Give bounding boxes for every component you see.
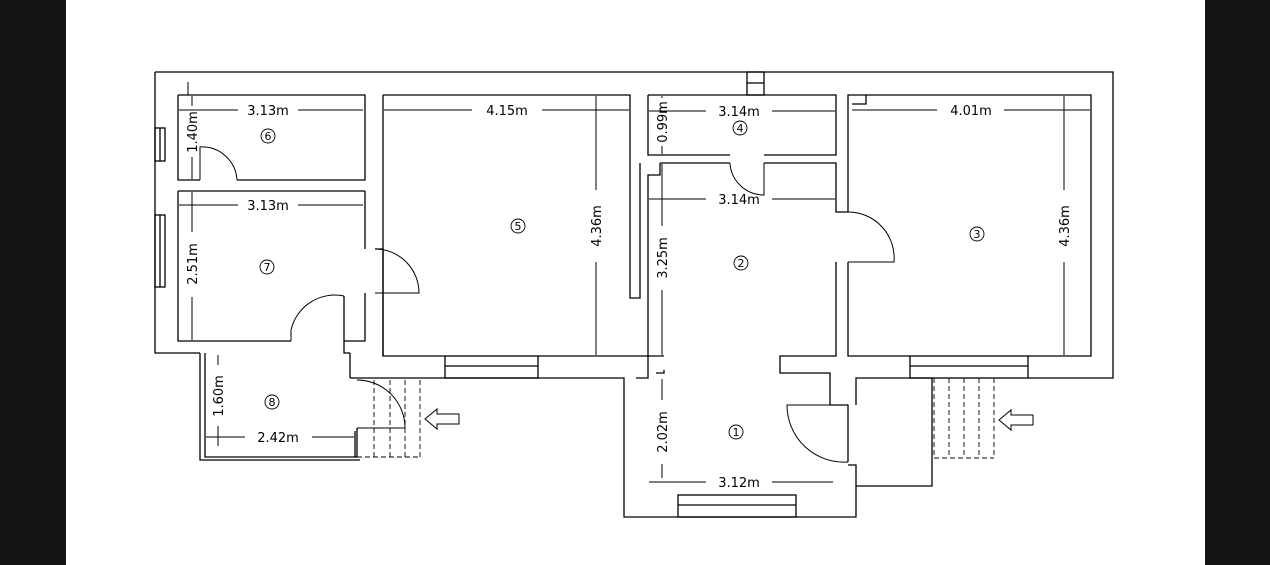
dim-room4-height: 0.99m [656,101,671,143]
room-marker-2: 2 [733,255,749,271]
room-marker-6: 6 [260,128,276,144]
doors [199,146,895,463]
dim-room1-height: 2.02m [656,411,671,453]
dimension-lines [179,82,1090,483]
room-number: 6 [265,130,272,143]
room-number: 2 [738,257,745,270]
room-number: 5 [515,220,522,233]
dim-room1-width: 3.12m [718,476,760,491]
room-number: 3 [974,228,981,241]
entrance-arrow-icon [424,407,460,431]
room-marker-7: 7 [259,259,275,275]
dim-room2-width: 3.14m [718,193,760,208]
entrance-arrow-icon [998,408,1034,432]
entrance-steps [357,378,995,459]
room-number: 4 [737,122,744,135]
dim-room6-width: 3.13m [247,104,289,119]
dim-room8-height: 1.60m [212,375,227,417]
walls [154,71,1114,518]
room-marker-8: 8 [264,394,280,410]
floor-plan: 3.13m 1.40m 3.13m 2.51m 4.15m 4.36m 3.14… [154,71,1114,518]
room-number: 8 [269,396,276,409]
room-marker-1: 1 [728,424,744,440]
dim-room8-width: 2.42m [257,431,299,446]
room-number: 7 [264,261,271,274]
dim-room3-height: 4.36m [1058,205,1073,247]
room-marker-5: 5 [510,218,526,234]
dim-room6-height: 1.40m [186,111,201,153]
dim-room2-height: 3.25m [656,237,671,279]
drawing-sheet: 3.13m 1.40m 3.13m 2.51m 4.15m 4.36m 3.14… [66,0,1205,565]
dim-room5-height: 4.36m [590,205,605,247]
dim-room7-width: 3.13m [247,199,289,214]
dim-room3-width: 4.01m [950,104,992,119]
room-marker-3: 3 [969,226,985,242]
dim-room4-width: 3.14m [718,105,760,120]
room-number: 1 [733,426,740,439]
dim-room7-height: 2.51m [186,243,201,285]
room-marker-4: 4 [732,120,748,136]
dim-room5-width: 4.15m [486,104,528,119]
